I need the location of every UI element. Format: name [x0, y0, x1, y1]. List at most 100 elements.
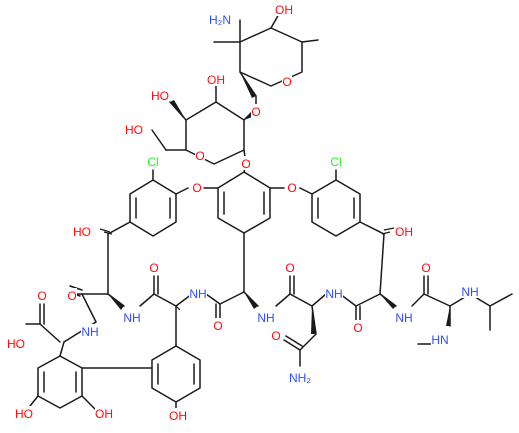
atom-label-background — [461, 284, 479, 298]
bond — [299, 333, 317, 351]
hash-bond — [103, 231, 113, 235]
atom-amide-nh-1: NH — [81, 324, 99, 339]
bond — [299, 187, 313, 195]
bond — [151, 129, 167, 151]
atom-phenol-oh-left: HO — [15, 406, 33, 421]
atom-sugar2-nh2: H₂N — [207, 12, 233, 27]
bond — [301, 39, 319, 43]
hash-bond — [99, 228, 111, 233]
atom-amide-nh-3: NH — [189, 286, 207, 301]
atom-asn-o: O — [271, 328, 281, 343]
atom-label-background — [431, 332, 449, 346]
bond — [219, 291, 245, 305]
atom-label: O — [213, 319, 222, 333]
hash-bond — [383, 227, 395, 231]
atom-label-background — [325, 286, 343, 300]
atom-cl-left: Cl — [144, 154, 162, 169]
atom-sugar1-ring-o: O — [195, 148, 205, 163]
atom-amide-nh-4: NH — [257, 310, 275, 325]
atom-label-background — [7, 336, 25, 350]
atom-label-background — [95, 406, 113, 420]
atom-label: HO — [73, 225, 91, 239]
atom-label-background — [395, 310, 413, 324]
bond — [239, 27, 303, 87]
atom-label: O — [37, 289, 46, 303]
atom-glyco-o-1: O — [251, 104, 261, 119]
wedge-bond — [446, 306, 450, 326]
atom-label: OH — [95, 407, 113, 421]
bond — [107, 221, 131, 235]
atom-label-background — [207, 12, 233, 26]
atom-label: NH — [325, 287, 342, 301]
atom-label: HO — [125, 123, 143, 137]
wedge-bond — [108, 294, 124, 310]
bond — [81, 395, 97, 411]
atom-amide-nh-5: NH — [325, 286, 343, 301]
atom-benzyl-oh-right: OH — [395, 224, 413, 239]
atom-amide-o-6: O — [353, 320, 363, 335]
bond — [311, 179, 361, 237]
atom-sugar1-oh-b: OH — [207, 72, 225, 87]
atom-label-background — [275, 2, 293, 16]
bond-layer — [25, 11, 513, 411]
atom-label: NH — [189, 287, 206, 301]
atom-label: O — [421, 261, 430, 275]
atom-amide-nh-6: NH — [395, 310, 413, 325]
hash-bond — [175, 305, 181, 311]
atom-label: O — [287, 181, 296, 195]
wedge-bond — [170, 100, 186, 120]
bond — [151, 345, 201, 403]
atom-label-background — [287, 180, 297, 194]
bond — [423, 293, 451, 307]
bond — [81, 293, 97, 323]
bond — [205, 293, 221, 305]
atom-label-background — [73, 224, 91, 238]
atom-label-background — [327, 154, 345, 168]
bond — [275, 293, 291, 307]
atom-amide-nh-7: NH — [461, 284, 479, 299]
atom-benzyl-oh-left: HO — [73, 224, 91, 239]
atom-label-background — [149, 260, 159, 274]
atom-label: O — [251, 105, 260, 119]
atom-label-background — [15, 406, 33, 420]
atom-label-background — [287, 370, 313, 384]
atom-acid-oh: HO — [7, 336, 25, 351]
atom-label: NH₂ — [289, 371, 311, 385]
atom-label-background — [189, 286, 207, 300]
bond — [59, 341, 65, 357]
atom-label: OH — [395, 225, 413, 239]
bond — [29, 395, 39, 407]
atom-label-background — [123, 310, 141, 324]
bond — [175, 187, 189, 195]
bond — [489, 293, 513, 307]
atom-label-background — [125, 122, 143, 136]
atom-label: HO — [151, 89, 169, 103]
atom-label-background — [169, 408, 187, 422]
atom-label-background — [257, 310, 275, 324]
bond — [139, 293, 155, 307]
atom-label: NH — [461, 285, 478, 299]
wedge-bond — [311, 306, 316, 334]
atom-label-background — [213, 318, 223, 332]
atom-label: O — [195, 149, 204, 163]
atom-label-background — [195, 148, 205, 162]
atom-label: O — [241, 157, 250, 171]
atom-label-background — [251, 104, 261, 118]
atom-label: OH — [207, 73, 225, 87]
atom-label: OH — [275, 3, 293, 17]
atom-phenol-oh-right: OH — [169, 408, 187, 423]
atom-methylamine: HN — [431, 332, 449, 347]
bond — [285, 335, 303, 347]
atom-amide-o-4: O — [67, 288, 77, 303]
atom-label-background — [395, 224, 413, 238]
atom-sugar2-oh: OH — [275, 2, 293, 17]
atom-label-background — [192, 180, 202, 194]
atom-cl-right: Cl — [327, 154, 345, 169]
atom-ether-o-left: O — [192, 180, 202, 195]
atom-label-background — [271, 328, 281, 342]
atom-label: O — [271, 329, 280, 343]
atom-amide-o-1: O — [149, 260, 159, 275]
